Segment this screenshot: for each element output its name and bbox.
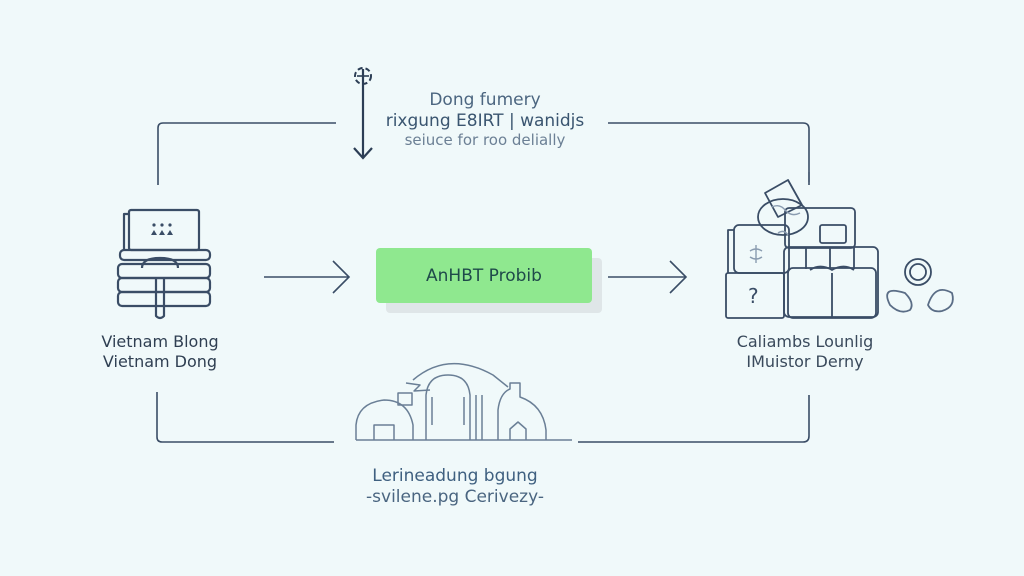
connector-left-bottom [156,392,334,443]
top-node-line-1: Dong fumery [429,90,541,110]
bottom-node-line-2: -svilene.pg Cerivezy- [366,486,544,507]
arrow-left-to-center [264,260,351,294]
left-node-line-1: Vietnam Blong [101,332,219,351]
building-skyline-icon [355,363,572,441]
connector-left-top [157,122,336,185]
left-node-label: Vietnam Blong Vietnam Dong [70,332,250,371]
right-node-line-1: Caliambs Lounlig [736,332,874,351]
svg-text:?: ? [748,284,759,308]
center-node[interactable]: AnHBT Probib [376,248,592,303]
right-node-line-2: IMuistor Derny [746,351,864,371]
arrow-center-to-right [608,260,688,294]
center-node-label: AnHBT Probib [426,265,542,286]
right-node-label: Caliambs Lounlig IMuistor Derny [710,332,900,371]
bottom-node-line-1: Lerineadung bgung [372,466,538,486]
connector-top-right [608,122,810,185]
left-node-line-2: Vietnam Dong [102,351,218,371]
top-node-label: Dong fumery rixgung E8IRT | wanidjs seiu… [380,90,590,150]
top-node-line-3: seiuce for roo delially [404,131,566,150]
boxes-and-book-cluster-icon: ? [725,179,954,319]
bottom-node-label: Lerineadung bgung -svilene.pg Cerivezy- [320,466,590,507]
laptop-on-cash-stack-icon [116,208,212,320]
top-node-line-2: rixgung E8IRT | wanidjs [385,110,585,131]
connector-bottom-right [578,395,810,443]
down-arrow-with-target-icon [353,67,373,160]
